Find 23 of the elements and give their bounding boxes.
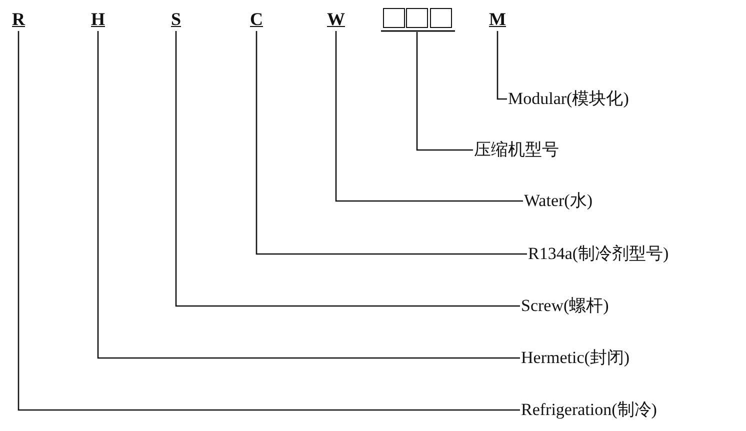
description-label: Modular(模块化) [508,88,629,110]
blank-square [430,8,452,28]
blank-square [406,8,428,28]
blank-square [383,8,405,28]
description-label: 压缩机型号 [474,139,559,161]
description-label: Refrigeration(制冷) [521,399,657,421]
leader-line [97,31,520,359]
leader-line [416,32,473,151]
leader-line [335,31,523,202]
description-label: Screw(螺杆) [521,295,609,317]
description-label: Hermetic(封闭) [521,347,630,369]
description-label: R134a(制冷剂型号) [528,243,669,265]
code-letter: W [327,8,345,30]
leader-line [175,31,520,307]
description-label: Water(水) [524,190,592,212]
leader-line [18,31,520,411]
code-letter: S [171,8,182,30]
code-letter: H [91,8,106,30]
leader-line [256,31,527,255]
leader-line [496,31,507,100]
code-letter: R [12,8,25,30]
code-letter: M [489,8,506,30]
code-letter: C [250,8,263,30]
